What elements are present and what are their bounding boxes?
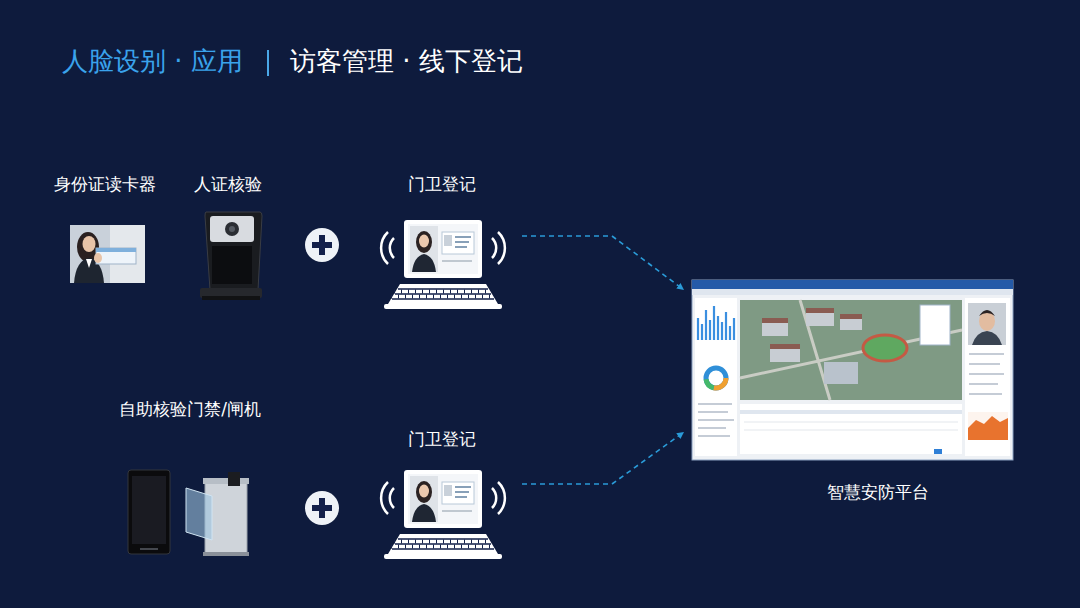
dashed-connector: [522, 432, 684, 484]
illustrated-node: 智慧安防平台: [684, 276, 1022, 504]
node-caption: 门卫登记: [368, 427, 516, 451]
title-separator: [267, 50, 269, 76]
node-caption: 自助核验门禁/闸机: [101, 397, 279, 421]
laptop-icon: [381, 470, 505, 559]
illustrated-node: 身份证读卡器: [46, 172, 164, 290]
illustrated-node: 自助核验门禁/闸机: [101, 397, 279, 559]
self-service-terminal: [128, 470, 170, 554]
illustrated-node: 门卫登记: [368, 172, 516, 304]
title-text: 人脸设别 · 应用: [62, 46, 243, 76]
illustrated-node: 人证核验: [181, 172, 275, 302]
plus-symbol: [305, 491, 339, 525]
node-caption: 身份证读卡器: [46, 172, 164, 196]
plus-symbol: [305, 228, 339, 262]
laptop-icon: [381, 220, 505, 309]
node-caption: 人证核验: [181, 172, 275, 196]
dashed-connector: [522, 236, 684, 290]
turnstile-gate: [186, 472, 249, 556]
node-caption: 门卫登记: [368, 172, 516, 196]
title: 人脸设别 · 应用: [62, 44, 243, 78]
illustrated-node: 门卫登记: [368, 427, 516, 555]
node-caption: 智慧安防平台: [684, 480, 1022, 504]
id-card-photo: [70, 225, 145, 283]
face-id-terminal: [200, 212, 262, 300]
platform-screenshot: [692, 280, 1013, 460]
subtitle: 访客管理 · 线下登记: [290, 44, 523, 78]
